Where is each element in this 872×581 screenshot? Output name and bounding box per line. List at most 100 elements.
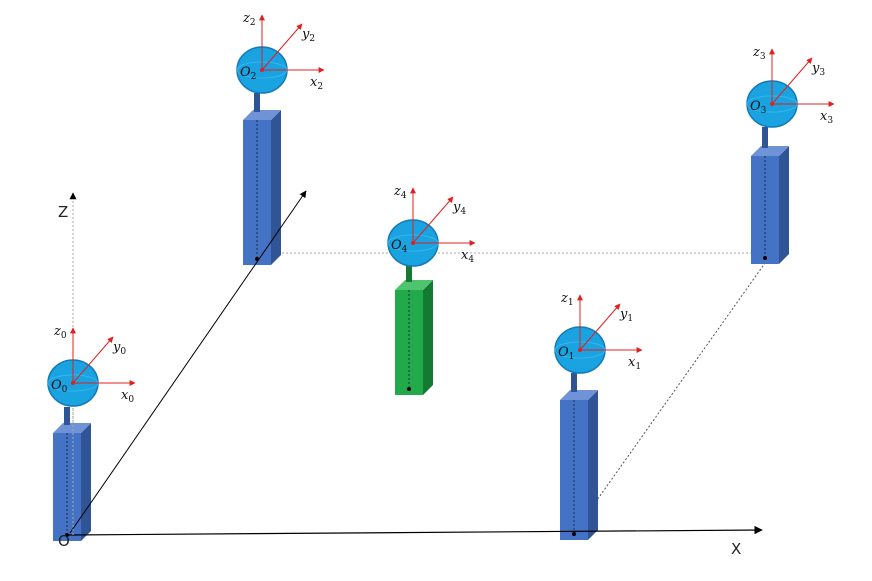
- origin-label-0-base: O: [51, 378, 62, 393]
- pillar-top-face: [395, 280, 433, 290]
- z-label-4: z4: [393, 184, 407, 201]
- y-label-4: y4: [452, 200, 466, 217]
- reference-line-right: [596, 255, 771, 501]
- y-label-2: y2: [301, 27, 315, 44]
- x-label-3: x3: [820, 109, 833, 126]
- pillar-pole: [762, 127, 768, 148]
- origin-label-3-base: O: [750, 99, 761, 114]
- z-label-2-base: z: [242, 11, 250, 26]
- origin-label-1: O1: [558, 345, 574, 362]
- world-y-axis: [69, 190, 307, 534]
- x-label-4-base: x: [461, 248, 469, 263]
- x-label-3-base: x: [820, 109, 828, 124]
- pillar-top-face: [243, 110, 281, 120]
- z-label-4-base: z: [393, 184, 401, 199]
- z-label-0: z0: [53, 324, 67, 341]
- pillar-pole: [64, 407, 70, 425]
- origin-label-2: O2: [240, 65, 256, 82]
- x-label-4: x4: [461, 248, 474, 265]
- origin-label-1-sub: 1: [569, 352, 575, 362]
- world-origin-label: O: [58, 532, 70, 550]
- pillar-side-face: [423, 280, 433, 395]
- origin-label-3-sub: 3: [761, 106, 767, 116]
- x-label-0-sub: 0: [128, 395, 134, 405]
- pillar-base-dot: [763, 256, 767, 260]
- pillar-2: [243, 93, 281, 265]
- pillar-pole: [254, 93, 260, 112]
- world-z-label: Z: [58, 203, 68, 221]
- y-label-4-base: y: [452, 200, 461, 215]
- y-label-2-base: y: [301, 27, 310, 42]
- y-label-2-sub: 2: [309, 34, 315, 44]
- x-label-0: x0: [121, 388, 134, 405]
- pillar-4: [395, 266, 433, 395]
- x-label-1-base: x: [628, 355, 636, 370]
- x-label-0-base: x: [121, 388, 129, 403]
- z-label-4-sub: 4: [401, 191, 407, 201]
- origin-label-0-sub: 0: [62, 385, 68, 395]
- pillar-top-face: [53, 423, 91, 433]
- z-label-1-sub: 1: [568, 298, 574, 308]
- x-label-3-sub: 3: [827, 116, 833, 126]
- y-label-3-base: y: [811, 61, 820, 76]
- pillar-side-face: [81, 423, 91, 541]
- y-label-1-base: y: [619, 307, 628, 322]
- origin-label-2-sub: 2: [251, 72, 257, 82]
- origin-label-0: O0: [51, 378, 68, 395]
- y-label-3: y3: [811, 61, 825, 78]
- z-label-1: z1: [560, 291, 574, 308]
- origin-label-4-sub: 4: [402, 245, 408, 255]
- world-x-label: X: [731, 540, 741, 558]
- z-label-3: z3: [752, 45, 766, 62]
- frame-origin-dot-4: [411, 241, 415, 245]
- z-label-2-sub: 2: [250, 18, 256, 28]
- pillar-0: [53, 407, 91, 541]
- y-label-1-sub: 1: [627, 314, 633, 324]
- y-label-3-sub: 3: [819, 68, 825, 78]
- origin-label-2-base: O: [240, 65, 251, 80]
- pillar-base-dot: [407, 387, 411, 391]
- y-axis-arrow-4: [412, 196, 454, 244]
- frame-origin-dot-2: [260, 68, 264, 72]
- frame-origin-dot-1: [578, 348, 582, 352]
- world-x-axis: [67, 525, 763, 536]
- world-axes: Z X O: [58, 190, 763, 558]
- origin-label-4: O4: [391, 238, 408, 255]
- origin-label-3: O3: [750, 99, 767, 116]
- y-axis-arrow-2: [261, 23, 303, 71]
- y-label-0-sub: 0: [120, 347, 126, 357]
- z-label-1-base: z: [560, 291, 568, 306]
- pillar-3: [751, 127, 789, 264]
- pillar-side-face: [588, 390, 598, 540]
- y-label-1: y1: [619, 307, 633, 324]
- frame-origin-dot-0: [71, 381, 75, 385]
- y-label-4-sub: 4: [460, 207, 466, 217]
- origin-label-1-base: O: [558, 345, 569, 360]
- frame-origin-dot-3: [770, 102, 774, 106]
- pillar-top-face: [560, 390, 598, 400]
- pillar-base-dot: [572, 532, 576, 536]
- pillar-pole: [571, 373, 577, 392]
- x-label-1-sub: 1: [635, 362, 641, 372]
- x-label-2-base: x: [310, 75, 318, 90]
- pillar-pole: [406, 266, 412, 282]
- pillar-1: [560, 373, 598, 540]
- z-label-3-sub: 3: [760, 52, 766, 62]
- z-label-2: z2: [242, 11, 256, 28]
- pillar-side-face: [271, 110, 281, 265]
- origin-label-4-base: O: [391, 238, 402, 253]
- x-label-4-sub: 4: [468, 255, 474, 265]
- y-axis-arrow-0: [72, 336, 114, 384]
- pillar-top-face: [751, 146, 789, 156]
- y-axis-arrow-1: [579, 303, 621, 351]
- y-label-0: y0: [112, 340, 126, 357]
- x-label-1: x1: [628, 355, 641, 372]
- pillar-base-dot: [65, 533, 69, 537]
